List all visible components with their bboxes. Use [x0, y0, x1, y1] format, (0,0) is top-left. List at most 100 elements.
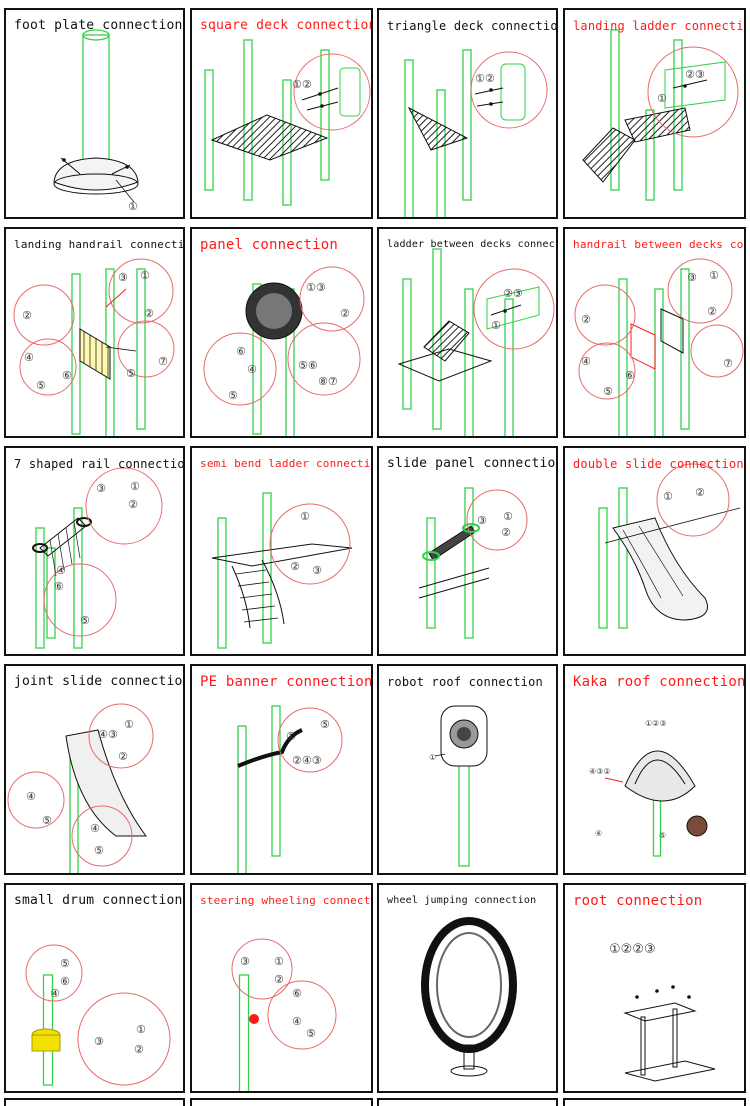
diagram-panel-19: wheel jumping connection	[377, 883, 558, 1093]
callout-label: ⑤	[36, 379, 46, 392]
part-line	[105, 346, 137, 352]
deck	[407, 106, 469, 151]
pole	[204, 69, 214, 191]
part-line	[65, 527, 73, 565]
part-line	[235, 569, 267, 575]
part-line	[73, 521, 81, 559]
bolt	[125, 165, 129, 169]
pole	[610, 29, 620, 191]
callout-label: ①	[130, 480, 140, 493]
slide	[65, 729, 147, 837]
foot-base	[53, 173, 139, 195]
detail-circle	[470, 51, 548, 129]
bolt	[320, 104, 324, 108]
callout-label: ①	[709, 269, 719, 282]
callout-label: ③	[312, 564, 322, 577]
callout-label: ⑤	[60, 957, 70, 970]
pole	[73, 507, 83, 649]
part-line	[434, 753, 446, 757]
callout-label: ③	[118, 271, 128, 284]
pole	[464, 487, 474, 639]
callout-label: ①②	[292, 78, 312, 91]
pole	[598, 507, 608, 629]
banner	[237, 728, 303, 768]
callout-label: ④	[595, 829, 602, 838]
panel-illustration: ①②②③	[609, 942, 716, 1082]
bolt	[635, 995, 639, 999]
callout-label: ②	[340, 307, 350, 320]
next-row-panel-edge	[377, 1098, 558, 1106]
detail-circle	[473, 268, 555, 350]
panel-illustration: ②③①	[582, 29, 739, 201]
callout-label: ②	[134, 1043, 144, 1056]
panel-illustration	[421, 917, 517, 1077]
illustration-parts: ②③①	[397, 248, 555, 436]
callout-label: ④	[292, 1015, 302, 1028]
callout-label: ③	[94, 1035, 104, 1048]
panel-title: slide panel connection	[387, 456, 558, 471]
bolt	[687, 995, 691, 999]
pole	[238, 974, 250, 1091]
part-line	[105, 288, 127, 308]
detail-circle	[19, 338, 77, 396]
callout-label: ⑦	[158, 355, 168, 368]
illustration-parts: ①②②③	[609, 942, 716, 1082]
detail-circle	[77, 992, 171, 1086]
detail-circle	[85, 467, 163, 545]
pole	[404, 59, 414, 217]
pole-detail	[339, 67, 361, 117]
part-line	[418, 567, 490, 589]
detail-circle	[203, 332, 277, 406]
pole	[402, 278, 412, 410]
callout-label: ③	[96, 482, 106, 495]
callout-label: ②	[128, 498, 138, 511]
part-line	[474, 87, 504, 95]
illustration-parts: ①	[53, 29, 139, 213]
illustration-parts: ②③①	[582, 29, 739, 201]
callout-label: ①	[657, 92, 667, 105]
pole	[618, 278, 628, 436]
roof-rib	[634, 759, 686, 785]
clamp	[32, 543, 48, 553]
callout-label: ①	[429, 753, 436, 762]
ladder	[582, 127, 636, 183]
detail-circle	[25, 944, 83, 1002]
callout-label: ⑤	[306, 1027, 316, 1040]
pole	[243, 39, 253, 201]
next-row-panel-edge	[563, 1098, 746, 1106]
detail-circle	[13, 284, 75, 346]
panel-hub	[256, 293, 292, 329]
callout-label: ⑥	[292, 987, 302, 1000]
callout-label: ⑦	[723, 357, 733, 370]
callout-label: ⑧⑦	[318, 375, 338, 388]
bolt	[318, 92, 322, 96]
callout-label: ⑤	[320, 718, 330, 731]
callout-label: ③	[240, 955, 250, 968]
callout-label: ②	[707, 305, 717, 318]
pole	[271, 705, 281, 857]
drum-body	[31, 1034, 61, 1052]
illustration-parts: ①	[429, 705, 488, 867]
panel-title: Kaka roof connection	[573, 674, 746, 690]
pole	[262, 492, 272, 644]
detail-circle	[578, 342, 636, 400]
callout-label: ④	[581, 355, 591, 368]
